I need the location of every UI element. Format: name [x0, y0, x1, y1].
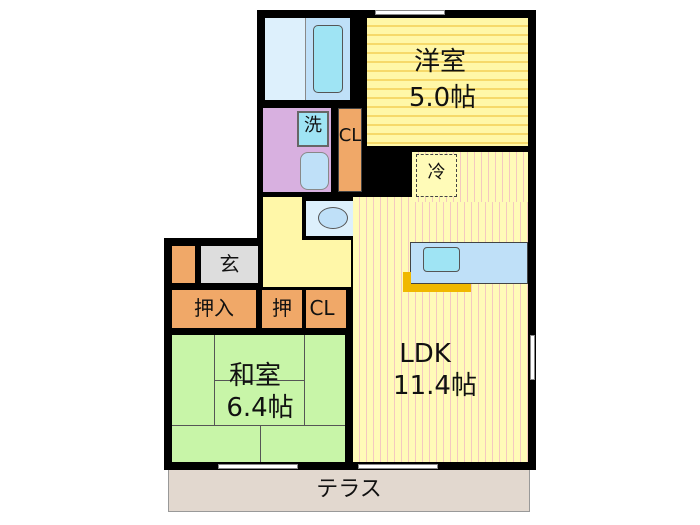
western-room: [367, 18, 528, 146]
cl-lower: [306, 290, 346, 328]
bathtub-basin: [313, 25, 343, 93]
toilet: [318, 207, 348, 229]
japanese-room: [172, 335, 345, 462]
window: [358, 464, 438, 469]
fridge-space: [416, 154, 457, 197]
ldk-name: LDK: [399, 339, 451, 369]
ldk-room: [353, 197, 528, 462]
western-room-size: 5.0帖: [408, 83, 477, 113]
ldk-size: 11.4帖: [393, 371, 477, 401]
tatami-line: [260, 425, 261, 462]
window: [530, 335, 535, 380]
japanese-room-size: 6.4帖: [226, 393, 294, 423]
window: [375, 10, 445, 15]
western-room-name: 洋室: [413, 47, 466, 77]
closet-label: 押入: [194, 296, 234, 320]
washer-space: [297, 111, 329, 147]
window: [218, 464, 298, 469]
closet: [172, 290, 256, 328]
entrance-label: 玄: [219, 252, 240, 276]
cl-lower-label: CL: [309, 296, 335, 320]
closet-small-label: 押: [272, 296, 292, 320]
terrace-label: テラス: [316, 477, 382, 502]
tatami-line: [304, 335, 305, 425]
tatami-line: [214, 380, 304, 381]
sink-basin: [300, 152, 329, 190]
fridge-label: 冷: [427, 162, 446, 183]
tatami-line: [172, 425, 345, 426]
kitchen-sink: [423, 247, 460, 272]
shoe-storage: [172, 246, 195, 283]
washer-label: 洗: [304, 115, 322, 136]
closet-small: [262, 290, 302, 328]
cl-upper-label: CL: [338, 125, 362, 146]
japanese-room-name: 和室: [228, 361, 281, 391]
entrance: [201, 246, 258, 283]
cl-upper: [338, 108, 362, 192]
counter-edge: [403, 272, 471, 292]
